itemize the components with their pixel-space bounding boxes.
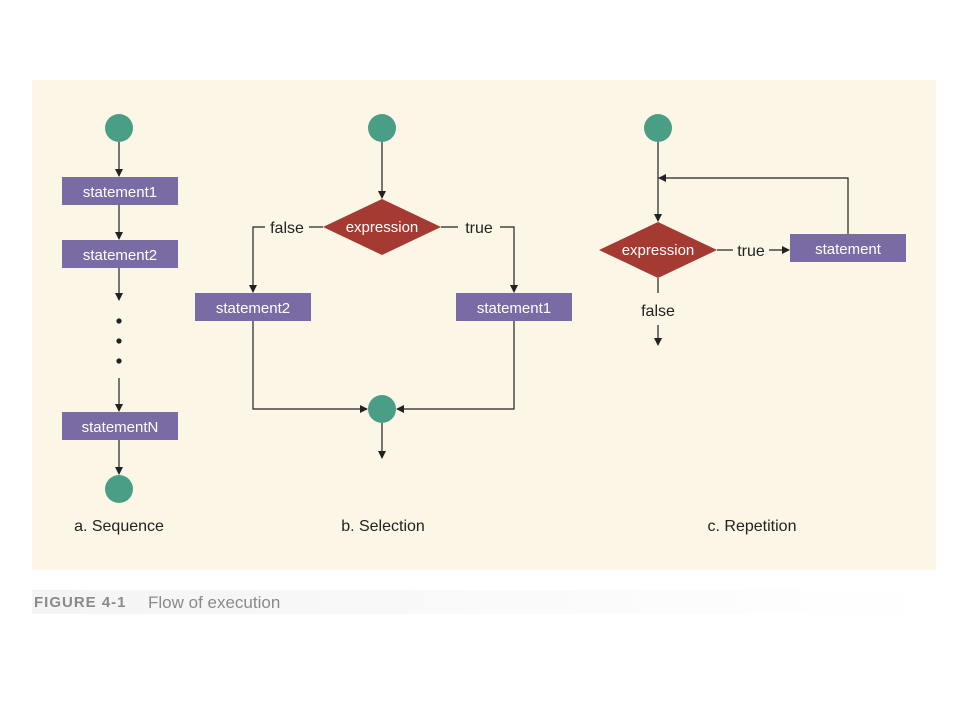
sequence-statementN-label: statementN xyxy=(82,419,159,436)
repetition-loop-back-edge xyxy=(658,174,849,234)
selection-start-node xyxy=(368,114,396,142)
selection-false-edge-segment-2 xyxy=(249,226,265,293)
sequence-statementN-box xyxy=(62,412,178,440)
selection-false-statement-label: statement2 xyxy=(216,300,290,317)
sequence-ellipsis-dot-2 xyxy=(116,338,122,344)
selection-decision-diamond xyxy=(323,199,441,255)
sequence-ellipsis-dot-3 xyxy=(116,358,122,364)
selection-diagram: expression false statement2 true stateme… xyxy=(195,114,572,535)
sequence-statement2-box xyxy=(62,240,178,268)
figure-title: Flow of execution xyxy=(148,593,281,612)
repetition-decision-diamond xyxy=(599,222,717,278)
repetition-statement-box xyxy=(790,234,906,262)
sequence-end-node xyxy=(105,475,133,503)
figure-caption: FIGURE 4-1 Flow of execution xyxy=(32,590,936,614)
repetition-diagram: expression true statement false c. Repet… xyxy=(599,114,906,535)
figure-panel xyxy=(32,80,936,570)
sequence-ellipsis-dot-1 xyxy=(116,318,122,324)
sequence-statement1-box xyxy=(62,177,178,205)
repetition-start-node xyxy=(644,114,672,142)
selection-true-statement-box xyxy=(456,293,572,321)
selection-false-statement-box xyxy=(195,293,311,321)
sequence-diagram: statement1 statement2 statementN a. Sequ… xyxy=(62,114,178,535)
repetition-caption: c. Repetition xyxy=(708,518,797,535)
sequence-caption: a. Sequence xyxy=(74,518,164,535)
selection-false-label: false xyxy=(270,220,304,237)
figure-label: FIGURE 4-1 xyxy=(34,594,127,611)
repetition-true-label: true xyxy=(737,243,765,260)
sequence-statement1-label: statement1 xyxy=(83,184,157,201)
sequence-start-node xyxy=(105,114,133,142)
repetition-condition-label: expression xyxy=(622,242,695,259)
repetition-false-label: false xyxy=(641,303,675,320)
selection-merge-edge-left xyxy=(252,321,368,413)
selection-true-statement-label: statement1 xyxy=(477,300,551,317)
selection-condition-label: expression xyxy=(346,219,419,236)
repetition-statement-label: statement xyxy=(815,241,882,258)
selection-true-label: true xyxy=(465,220,493,237)
selection-true-edge-segment-2 xyxy=(500,226,518,293)
selection-merge-edge-right xyxy=(396,321,515,413)
selection-caption: b. Selection xyxy=(341,518,425,535)
sequence-statement2-label: statement2 xyxy=(83,247,157,264)
selection-merge-node xyxy=(368,395,396,423)
